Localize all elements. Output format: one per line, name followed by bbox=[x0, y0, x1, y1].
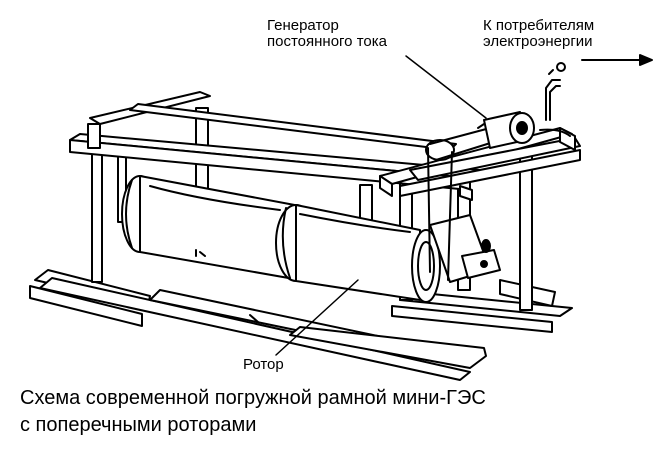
generator-label-line1: Генератор bbox=[267, 17, 339, 34]
base-frame bbox=[29, 269, 573, 381]
output-arrow bbox=[581, 54, 653, 66]
consumer-label-line1: К потребителям bbox=[483, 17, 595, 34]
rotor-assembly bbox=[121, 175, 491, 303]
bearing-block bbox=[461, 239, 501, 279]
consumer-label-line2: электроэнергии bbox=[483, 33, 593, 50]
caption-line2: с поперечными роторами bbox=[20, 414, 257, 436]
power-outlet bbox=[539, 62, 571, 137]
generator bbox=[477, 111, 535, 149]
rotor-label: Ротор bbox=[243, 356, 284, 373]
belt-drive bbox=[425, 127, 501, 281]
generator-label-line2: постоянного тока bbox=[267, 33, 387, 50]
leader-lines bbox=[275, 55, 487, 356]
caption-line1: Схема современной погружной рамной мини-… bbox=[20, 387, 486, 409]
